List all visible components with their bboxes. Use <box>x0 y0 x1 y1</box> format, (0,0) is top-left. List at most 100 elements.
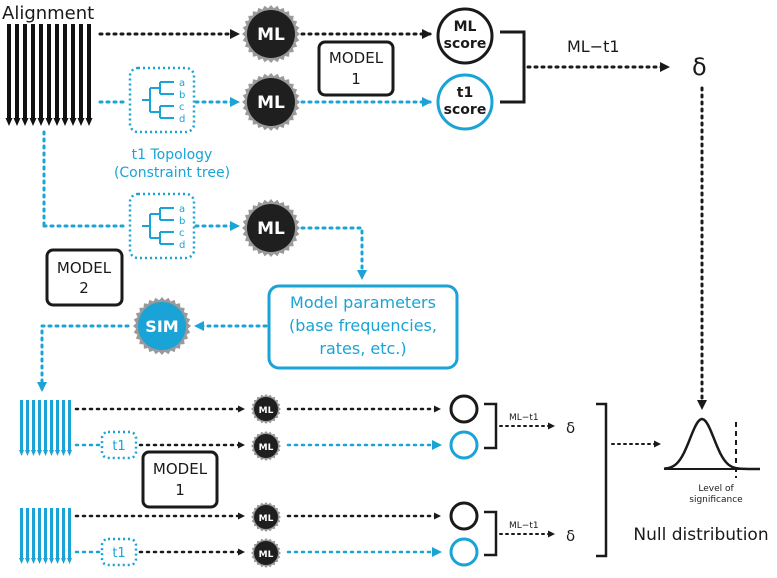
t1-score-circle-2 <box>449 537 479 567</box>
simulated-column-tip <box>37 450 42 456</box>
simulated-column <box>62 508 65 558</box>
alignment-column-tip <box>53 118 61 126</box>
simulated-column-tip <box>37 558 42 564</box>
model1-box-top: MODEL 1 <box>317 40 395 97</box>
alignment-column <box>79 24 83 118</box>
score-bracket-1 <box>484 402 498 450</box>
delta-2: δ <box>566 527 575 545</box>
tree-tip-label: b <box>179 216 185 227</box>
ml-score-line2: score <box>444 36 487 52</box>
model2-box: MODEL 2 <box>45 248 124 307</box>
tree-tip-label: a <box>179 204 185 215</box>
score-bracket-top <box>500 30 526 104</box>
model-parameters-line1: Model parameters <box>290 293 436 312</box>
model1-word: MODEL <box>329 49 384 67</box>
arrow-sim-to-simulated-alignments <box>37 324 130 392</box>
simulated-column-tip <box>31 558 36 564</box>
level-of-significance-line1: Level of <box>698 484 734 494</box>
topology-label-line1: t1 Topology <box>132 147 213 163</box>
ml-badge-small-2b: ML <box>251 538 281 568</box>
simulated-column-tip <box>67 558 72 564</box>
simulated-column <box>68 508 71 558</box>
alignment-column-tip <box>45 118 53 126</box>
t1-tree-box-1: t1 <box>100 430 138 460</box>
simulated-column-tip <box>49 558 54 564</box>
simulated-column-tip <box>43 450 48 456</box>
simulated-alignment-icon-1 <box>19 400 72 456</box>
null-distribution-label: Null distribution <box>633 525 768 545</box>
alignment-column-tip <box>29 118 37 126</box>
alignment-column <box>15 24 19 118</box>
ml-score-circle-2 <box>449 501 479 531</box>
alignment-column <box>87 24 91 118</box>
simulated-column <box>20 400 23 450</box>
level-of-significance-line2: significance <box>689 495 743 505</box>
simulated-column-tip <box>19 450 24 456</box>
sim-badge: SIM <box>133 297 191 355</box>
simulated-column <box>26 400 29 450</box>
ml-badge-top: ML <box>242 5 300 63</box>
simulated-column-tip <box>67 450 72 456</box>
alignment-column-tip <box>37 118 45 126</box>
ml-badge-label: ML <box>259 550 274 560</box>
t1-tree-box-2: t1 <box>100 537 138 567</box>
simulated-column <box>56 508 59 558</box>
simulated-column <box>32 400 35 450</box>
simulated-column-tip <box>31 450 36 456</box>
model-parameters-box: Model parameters (base frequencies, rate… <box>267 284 459 370</box>
tree-box <box>128 66 196 134</box>
ml-badge-middle: ML <box>242 199 300 257</box>
simulated-column-tip <box>19 558 24 564</box>
model2-word: MODEL <box>57 259 112 277</box>
ml-badge-small-1a: ML <box>251 394 281 424</box>
simulated-column-tip <box>25 450 30 456</box>
simulated-column <box>26 508 29 558</box>
alignment-column <box>47 24 51 118</box>
ml-badge-small-1b: ML <box>251 431 281 461</box>
tree-tip-label: c <box>179 228 185 239</box>
alignment-column <box>31 24 35 118</box>
alignment-column-tip <box>13 118 21 126</box>
ml-badge-label: ML <box>257 219 285 239</box>
model1-bottom-word: MODEL <box>153 460 208 478</box>
simulated-column <box>38 508 41 558</box>
alignment-column-tip <box>77 118 85 126</box>
difference-label-top: ML−t1 <box>567 37 620 56</box>
alignment-column <box>63 24 67 118</box>
alignment-column <box>7 24 11 118</box>
alignment-column <box>23 24 27 118</box>
arrow-ml-to-model-parameters <box>300 226 367 280</box>
observed-delta: δ <box>692 53 707 81</box>
t1-score-circle-1 <box>449 430 479 460</box>
topology-label-line2: (Constraint tree) <box>114 165 230 181</box>
alignment-column-tip <box>69 118 77 126</box>
simulated-column <box>50 400 53 450</box>
ml-badge-label: ML <box>259 443 274 453</box>
ml-badge-label: ML <box>259 514 274 524</box>
sim-badge-label: SIM <box>145 317 178 336</box>
t1-score-line1: t1 <box>457 85 473 101</box>
model1-bottom-number: 1 <box>175 481 185 499</box>
t1-tree-label: t1 <box>112 439 125 454</box>
alignment-column-tip <box>61 118 69 126</box>
tree-tip-label: c <box>179 102 185 113</box>
simulated-alignment-icon-2 <box>19 508 72 564</box>
simulated-column-tip <box>49 450 54 456</box>
model-parameters-line2: (base frequencies, <box>289 316 437 335</box>
simulated-column-tip <box>55 558 60 564</box>
ml-badge-label: ML <box>257 25 285 45</box>
difference-label-2: ML−t1 <box>509 521 539 531</box>
tree-box <box>128 192 196 260</box>
alignment-column-tip <box>5 118 13 126</box>
simulated-column <box>44 400 47 450</box>
simulated-column-tip <box>25 558 30 564</box>
simulated-column <box>56 400 59 450</box>
simulated-column <box>50 508 53 558</box>
model-parameters-line3: rates, etc.) <box>319 339 406 358</box>
model1-box-bottom: MODEL 1 <box>141 450 219 509</box>
t1-score-node: t1 score <box>436 73 494 131</box>
tree-tip-label: d <box>179 114 185 125</box>
